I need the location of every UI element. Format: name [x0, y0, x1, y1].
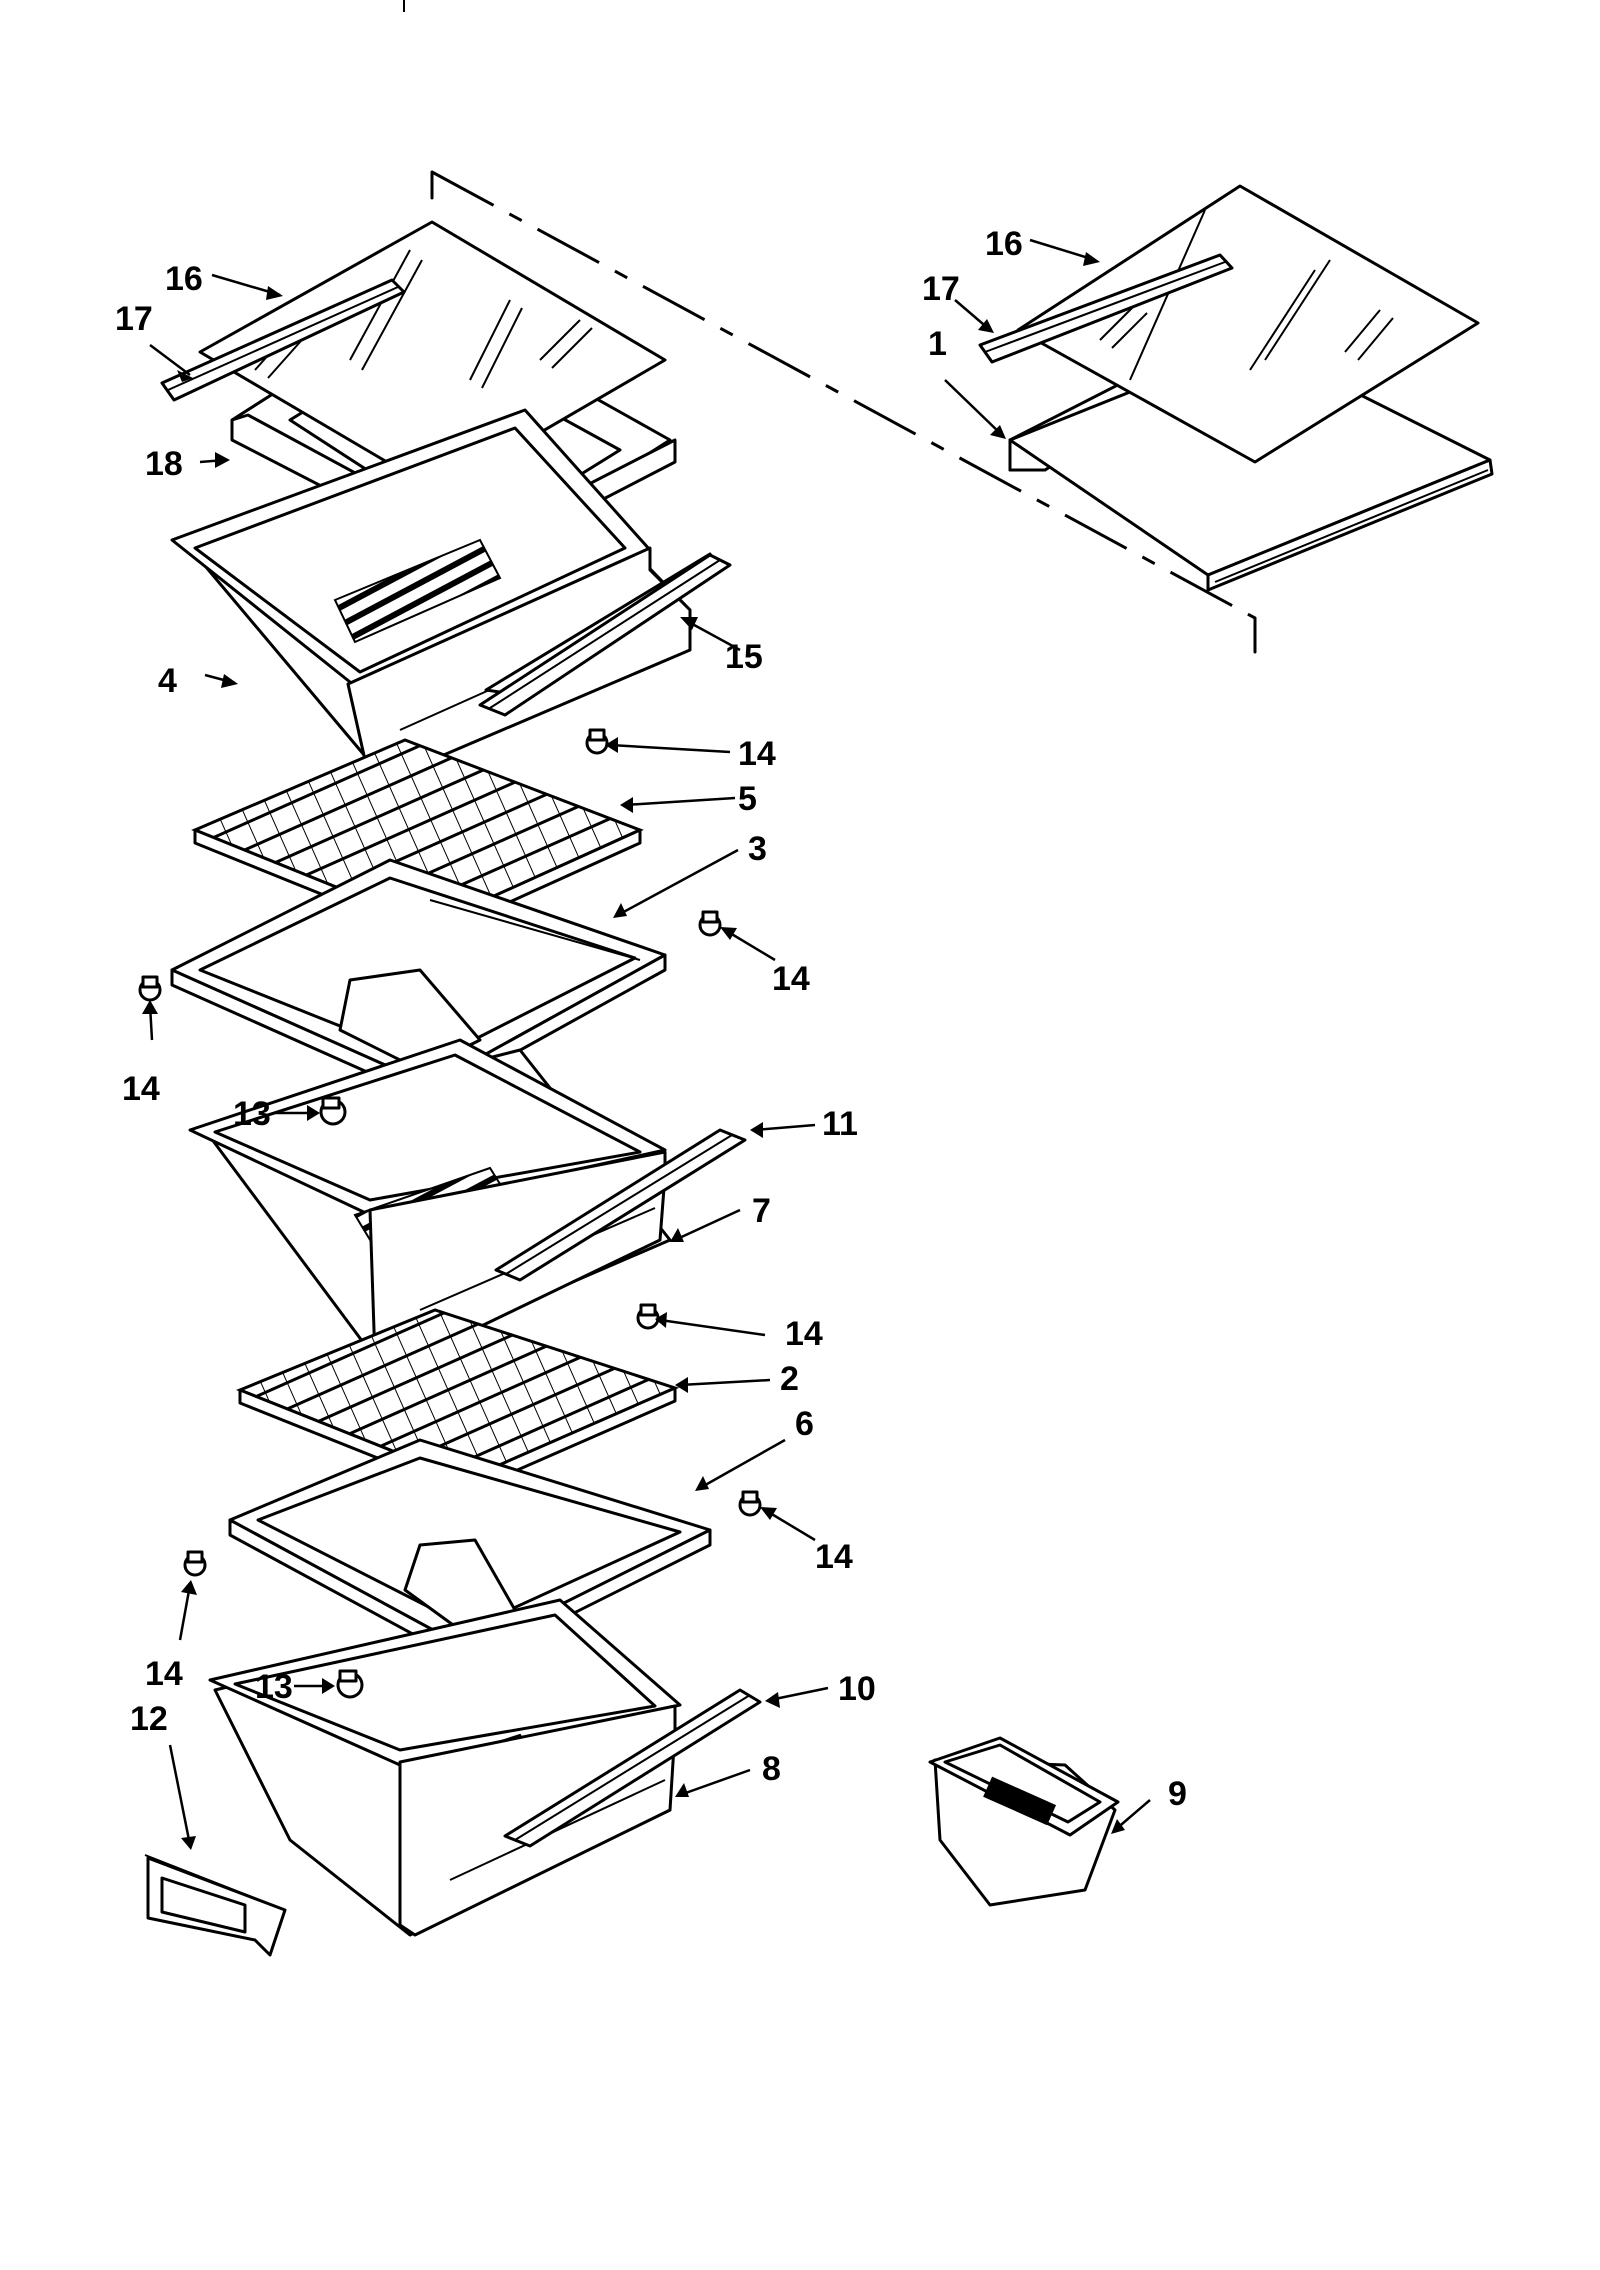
callout-16-left: 16 — [165, 260, 203, 298]
clip-14-b — [698, 910, 722, 937]
callout-9: 9 — [1168, 1775, 1187, 1813]
drawer-handle-upper — [478, 553, 732, 717]
callout-labels: 16 17 18 4 15 14 5 3 14 14 13 11 7 14 2 … — [115, 225, 1187, 1813]
drawer-handle-middle — [494, 1128, 747, 1282]
callout-5: 5 — [738, 780, 757, 818]
callout-16-right: 16 — [985, 225, 1023, 263]
callout-14-e: 14 — [815, 1538, 853, 1576]
callout-10: 10 — [838, 1670, 876, 1708]
callout-13-a: 13 — [233, 1095, 271, 1133]
clip-13-b — [336, 1669, 364, 1699]
glass-shelf-left — [198, 220, 667, 494]
shelf-trim-left — [160, 278, 406, 402]
drawer-label-plate — [144, 1854, 287, 1957]
callout-8: 8 — [762, 1750, 781, 1788]
callout-17-right: 17 — [922, 270, 960, 308]
callout-4: 4 — [158, 662, 177, 700]
callout-14-a: 14 — [738, 735, 776, 773]
crisper-frame-upper — [170, 858, 667, 1102]
clip-14-a — [585, 728, 609, 755]
callout-14-b: 14 — [772, 960, 810, 998]
door-bin — [928, 1736, 1120, 1907]
callout-14-d: 14 — [785, 1315, 823, 1353]
assembly-boundary — [430, 170, 1257, 654]
callout-6: 6 — [795, 1405, 814, 1443]
drawer-handle-lower — [503, 1688, 762, 1848]
leader-lines — [142, 238, 1151, 1850]
clip-14-f — [183, 1550, 207, 1577]
callout-14-c: 14 — [122, 1070, 160, 1108]
callout-13-b: 13 — [255, 1668, 293, 1706]
callout-2: 2 — [780, 1360, 799, 1398]
callout-11: 11 — [822, 1105, 858, 1143]
callout-7: 7 — [752, 1192, 771, 1230]
callout-14-f: 14 — [145, 1655, 183, 1693]
callout-15: 15 — [725, 638, 763, 676]
callout-17-left: 17 — [115, 300, 153, 338]
clip-14-c — [138, 975, 162, 1002]
callout-1: 1 — [928, 325, 947, 363]
crisper-drawer-lower — [208, 1598, 682, 1937]
clip-14-d — [636, 1303, 660, 1330]
shelf-trim-right — [978, 253, 1234, 364]
callout-18: 18 — [145, 445, 183, 483]
right-shelf-assembly — [978, 184, 1494, 592]
callout-12: 12 — [130, 1700, 168, 1738]
clip-13-a — [319, 1096, 347, 1126]
glass-shelf-right — [1016, 184, 1480, 464]
clip-14-e — [738, 1490, 762, 1517]
callout-3: 3 — [748, 830, 767, 868]
